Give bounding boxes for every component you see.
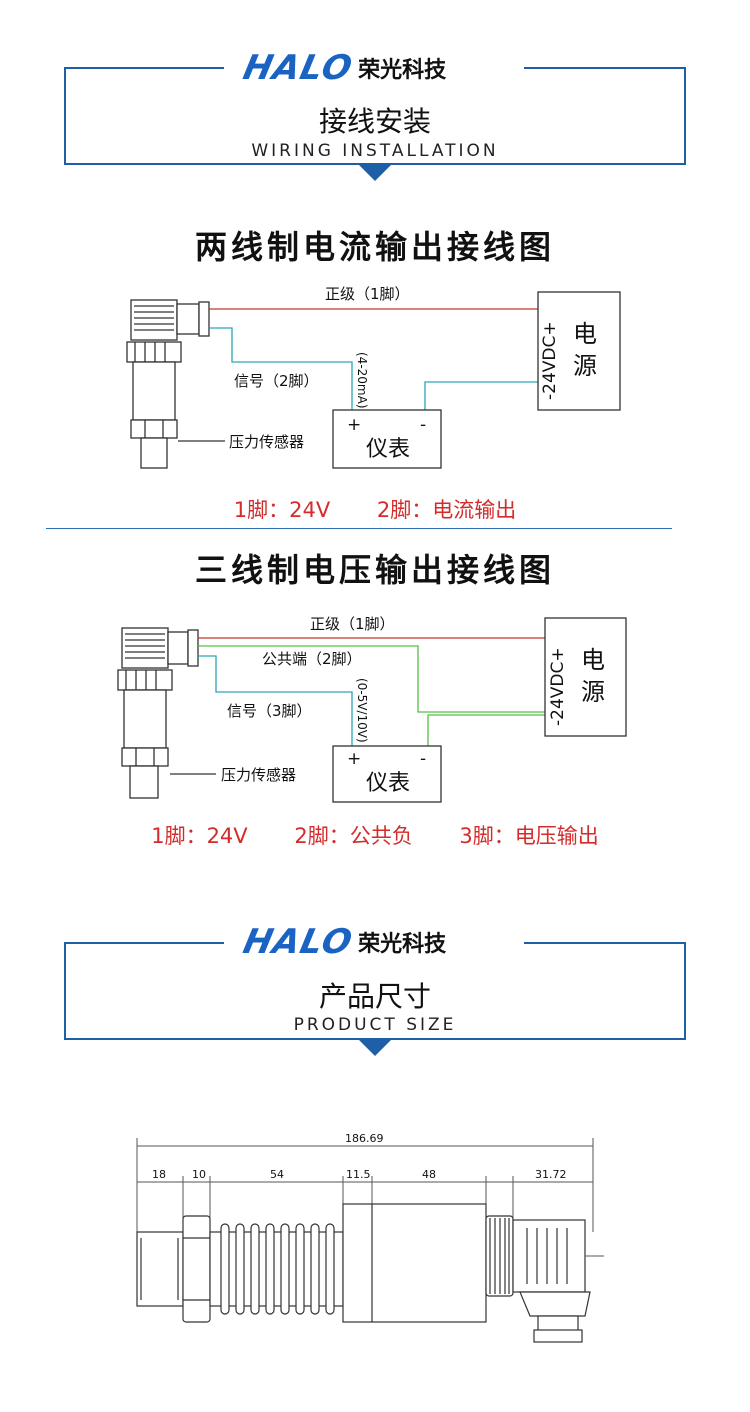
power-label-2: 源 xyxy=(581,678,605,706)
power-voltage: -24VDC+ xyxy=(540,321,560,400)
header-line-left xyxy=(64,942,224,944)
arrow-down-icon xyxy=(359,165,391,181)
product-dimension-drawing: 186.69 18 10 54 11.5 48 31.72 xyxy=(136,1132,604,1343)
meter-label: 仪表 xyxy=(366,437,410,462)
section-title-en: WIRING INSTALLATION xyxy=(251,141,499,161)
dim-seg-3: 54 xyxy=(270,1168,284,1181)
divider xyxy=(46,528,672,529)
sensor-label: 压力传感器 xyxy=(229,433,304,451)
brand-logo: HALO 荣光科技 xyxy=(236,922,455,962)
power-box xyxy=(537,291,621,411)
meter-plus: + xyxy=(347,415,361,435)
dim-seg-4: 11.5 xyxy=(346,1168,371,1181)
logo-halo: HALO xyxy=(239,48,357,88)
header-line-right xyxy=(524,942,686,944)
dim-seg-5: 48 xyxy=(422,1168,436,1181)
header-line-left xyxy=(64,67,224,69)
signal-range-label: (0-5V/10V) xyxy=(355,678,369,743)
power-voltage: -24VDC+ xyxy=(548,647,568,726)
section-title-en: PRODUCT SIZE xyxy=(293,1015,457,1035)
meter-plus: + xyxy=(347,749,361,769)
pressure-sensor-icon xyxy=(117,627,199,799)
section-title-cn: 产品尺寸 xyxy=(318,980,431,1013)
meter-box xyxy=(332,409,442,469)
brand-name: 荣光科技 xyxy=(358,58,447,83)
wire-signal-label: 信号（2脚） xyxy=(234,372,319,390)
transmitter-outline-icon xyxy=(136,1203,591,1343)
sensor-label: 压力传感器 xyxy=(221,766,296,784)
pin-3-label: 3脚：电压输出 xyxy=(459,824,599,848)
pin-2-label: 2脚：公共负 xyxy=(294,824,413,848)
wire-positive-label: 正级（1脚） xyxy=(325,285,410,303)
dim-seg-2: 10 xyxy=(192,1168,206,1181)
diagram1-title: 两线制电流输出接线图 xyxy=(194,228,555,266)
signal-range-label: (4-20mA) xyxy=(355,352,369,409)
header-frame xyxy=(64,942,686,1040)
pin-2-label: 2脚：电流输出 xyxy=(376,498,517,522)
logo-halo: HALO xyxy=(239,922,357,962)
brand-name: 荣光科技 xyxy=(358,932,447,957)
arrow-down-icon xyxy=(359,1040,391,1056)
wire-signal-label: 信号（3脚） xyxy=(227,702,312,720)
power-label-1: 电 xyxy=(581,646,605,674)
header-line-right xyxy=(524,67,686,69)
pin-1-label: 1脚：24V xyxy=(151,824,248,848)
dim-total: 186.69 xyxy=(345,1132,384,1145)
power-label-2: 源 xyxy=(573,352,597,380)
diagram2-pin-legend: 1脚：24V 2脚：公共负 3脚：电压输出 xyxy=(0,820,750,850)
power-box xyxy=(544,617,627,737)
wire-positive-label: 正级（1脚） xyxy=(310,615,395,633)
meter-minus: - xyxy=(420,749,426,769)
dim-seg-6: 31.72 xyxy=(535,1168,567,1181)
wire-common-label: 公共端（2脚） xyxy=(262,650,362,668)
meter-minus: - xyxy=(420,415,426,435)
header-frame xyxy=(64,67,686,165)
meter-box xyxy=(332,745,442,803)
diagram1-pin-legend: 1脚：24V 2脚：电流输出 xyxy=(0,494,750,524)
pressure-sensor-icon xyxy=(126,299,210,469)
power-label-1: 电 xyxy=(573,320,597,348)
section-title-cn: 接线安装 xyxy=(318,105,431,138)
pin-1-label: 1脚：24V xyxy=(233,498,331,522)
dim-seg-1: 18 xyxy=(152,1168,166,1181)
brand-logo: HALO 荣光科技 xyxy=(236,48,455,88)
diagram2-wiring: 压力传感器 正级（1脚） 公共端（2脚） 信号（3脚） (0-5V/10V) +… xyxy=(117,615,627,803)
diagram1-wiring: 压力传感器 正级（1脚） 信号（2脚） (4-20mA) + - 仪表 -24V… xyxy=(126,285,621,469)
meter-label: 仪表 xyxy=(366,771,410,796)
diagram2-title: 三线制电压输出接线图 xyxy=(194,551,555,589)
